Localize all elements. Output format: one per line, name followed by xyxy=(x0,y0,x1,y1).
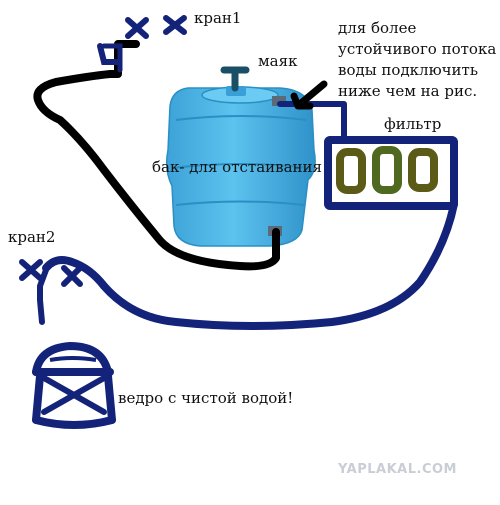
note-line-3: воды подключить xyxy=(338,61,479,79)
note-line-1: для более xyxy=(338,19,417,37)
arrow-icon xyxy=(290,80,328,110)
filter-cartridge-1 xyxy=(336,148,366,194)
filter-cartridge-2 xyxy=(372,146,402,194)
note-line-4: ниже чем на рис. xyxy=(338,82,478,100)
beacon-valve-icon xyxy=(220,66,250,92)
tap1-icon xyxy=(97,15,187,73)
tap2-label: кран2 xyxy=(8,228,56,246)
bucket-icon xyxy=(32,341,116,429)
note-line-2: устойчивого потока xyxy=(338,40,497,58)
bucket-label: ведро с чистой водой! xyxy=(118,389,294,407)
watermark: YAPLAKAL.COM xyxy=(338,462,457,477)
connection-note: для более устойчивого потока воды подклю… xyxy=(338,18,496,102)
black-hose xyxy=(33,40,280,271)
filter-label: фильтр xyxy=(384,115,442,133)
tank-label: бак- для отстаивания xyxy=(152,158,322,176)
beacon-label: маяк xyxy=(258,52,298,70)
tap2-icon xyxy=(19,259,83,325)
navy-hose xyxy=(42,200,458,330)
tank-icon xyxy=(165,86,316,247)
filter-cartridge-3 xyxy=(408,148,438,192)
filter-box xyxy=(324,136,458,210)
tap1-label: кран1 xyxy=(194,9,242,27)
